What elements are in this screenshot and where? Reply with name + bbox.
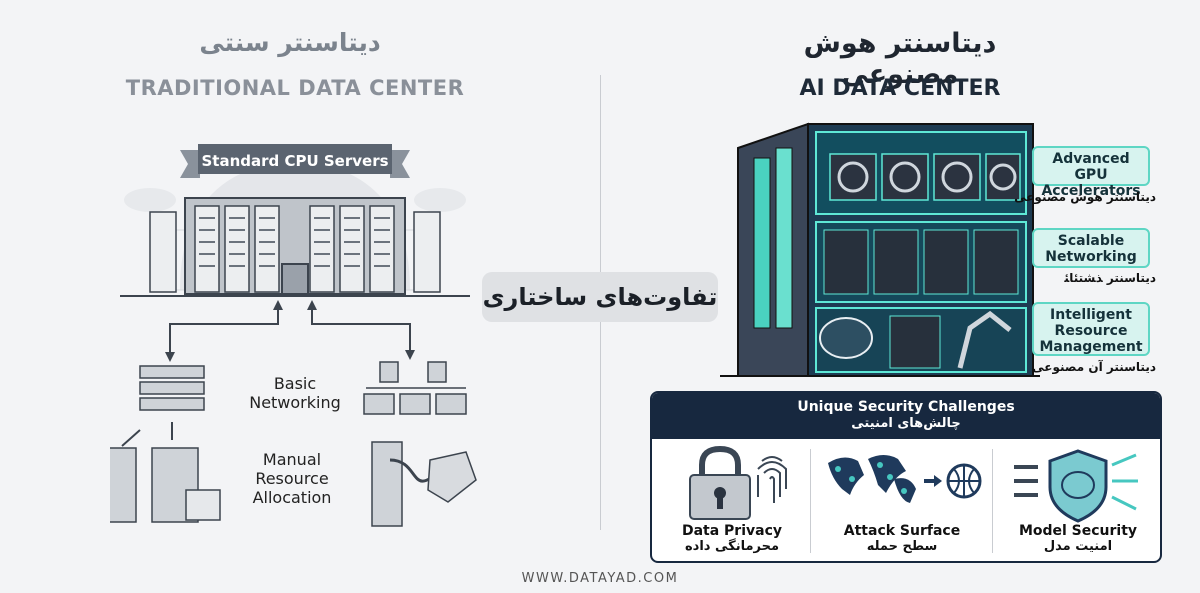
security-challenges-panel: Unique Security Challenges چالش‌های امنی… xyxy=(650,391,1162,563)
ai-datacenter-building xyxy=(720,118,1040,380)
traditional-title-fa: دیتاسنتر سنتی xyxy=(199,28,381,57)
manual-allocation-label: Manual Resource Allocation xyxy=(252,450,332,507)
shield-brain-icon xyxy=(1014,449,1138,523)
lock-fingerprint-icon xyxy=(689,445,787,520)
attack-surface-fa: سطح حمله xyxy=(866,539,938,554)
model-security-fa: امنیت مدل xyxy=(1043,539,1113,554)
ai-title-fa: دیتاسنتر هوش مصنوعی xyxy=(803,28,997,90)
data-privacy-fa: محرمانگی داده xyxy=(684,539,780,554)
attack-surface-en: Attack Surface xyxy=(843,523,961,539)
model-security-label: Model Security امنیت مدل xyxy=(998,523,1158,554)
callout-networking-fa: دیتاسنتر ﺬﺸﺘﺌﺎﺌ xyxy=(1064,271,1156,285)
callout-gpu-fa: دیتاسنتر هوش مصنوعی xyxy=(1014,190,1156,204)
traditional-datacenter-illustration xyxy=(110,144,477,527)
basic-networking-label: Basic Networking xyxy=(249,374,341,412)
security-separator xyxy=(810,449,811,553)
traditional-title-en: TRADITIONAL DATA CENTER xyxy=(125,76,465,100)
cpu-servers-banner: Standard CPU Servers xyxy=(201,152,389,170)
world-map-globe-icon xyxy=(828,455,982,503)
data-privacy-label: Data Privacy محرمانگی داده xyxy=(652,523,812,554)
security-title-fa: چالش‌های امنیتی xyxy=(851,416,961,431)
callout-gpu: Advanced GPU Accelerators xyxy=(1032,146,1150,199)
callout-resource: Intelligent Resource Management xyxy=(1032,302,1150,356)
callout-resource-fa: دیتاسنتر آن مصنوعی xyxy=(1032,360,1156,374)
security-title-en: Unique Security Challenges xyxy=(797,399,1015,415)
model-security-en: Model Security xyxy=(1018,523,1138,539)
website-footer: WWW.DATAYAD.COM xyxy=(521,571,679,586)
ai-title-en: AI DATA CENTER xyxy=(799,76,1001,101)
security-header: Unique Security Challenges چالش‌های امنی… xyxy=(652,393,1160,439)
callout-networking: Scalable Networking xyxy=(1032,228,1150,268)
attack-surface-label: Attack Surface سطح حمله xyxy=(822,523,982,554)
data-privacy-en: Data Privacy xyxy=(681,523,783,539)
structural-differences-badge: تفاوت‌های ساختاری xyxy=(482,272,718,322)
security-separator xyxy=(992,449,993,553)
